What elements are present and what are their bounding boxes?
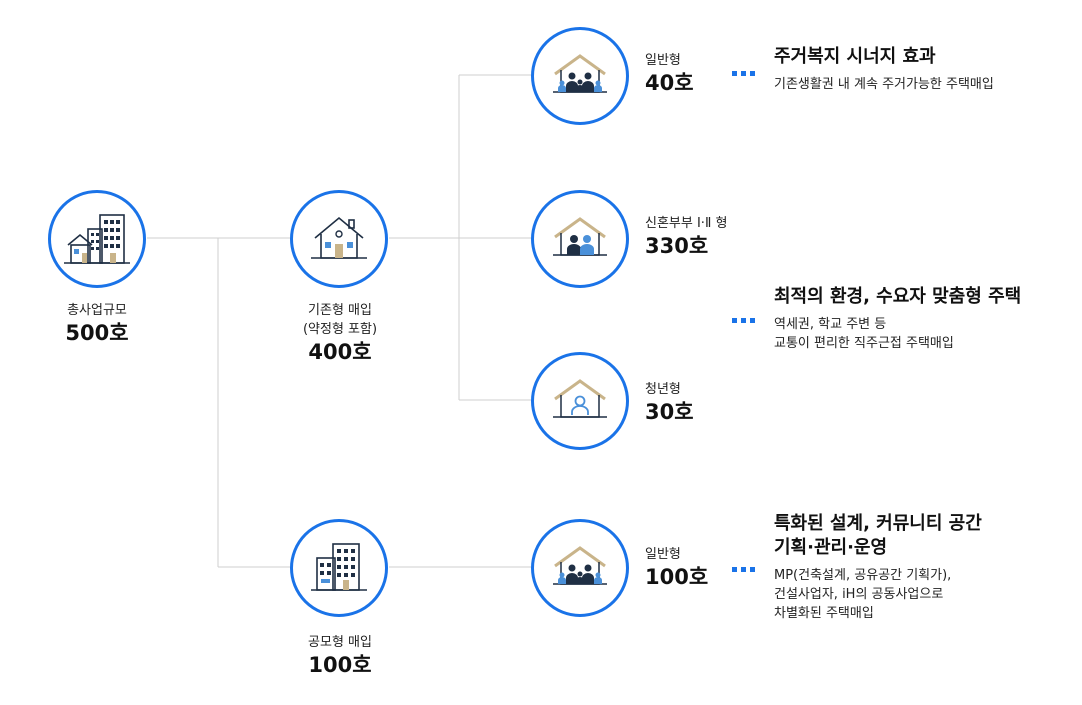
benefit-3-desc-line3: 차별화된 주택매입: [774, 606, 874, 621]
house-couple-icon: [553, 217, 607, 256]
leaf-newlywed-caption: 신혼부부 Ⅰ·Ⅱ 형 330호: [645, 214, 727, 259]
contest-label: 공모형 매입: [308, 635, 372, 650]
root-caption: 총사업규모 500호: [30, 301, 164, 346]
benefit-1: 주거복지 시너지 효과 기존생활권 내 계속 주거가능한 주택매입: [774, 45, 994, 94]
benefit-2-desc-line1: 역세권, 학교 주변 등: [774, 317, 887, 332]
benefit-2-desc: 역세권, 학교 주변 등 교통이 편리한 직주근접 주택매입: [774, 315, 1021, 353]
leaf-general-caption: 일반형 40호: [645, 51, 694, 96]
benefit-2-dots: [732, 318, 755, 323]
existing-label-line1: 기존형 매입: [308, 303, 372, 318]
existing-value: 400호: [308, 340, 372, 364]
contest-value: 100호: [308, 653, 372, 677]
benefit-3-title-line1: 특화된 설계, 커뮤니티 공간: [774, 513, 982, 534]
benefit-1-desc: 기존생활권 내 계속 주거가능한 주택매입: [774, 77, 994, 92]
root-label: 총사업규모: [67, 303, 127, 318]
root-value: 500호: [65, 321, 129, 345]
benefit-3-dots: [732, 567, 755, 572]
leaf-general-label: 일반형: [645, 53, 681, 68]
existing-caption: 기존형 매입 (약정형 포함) 400호: [270, 301, 410, 365]
house-family-icon: [553, 546, 607, 585]
existing-node-circle: [290, 190, 388, 288]
benefit-2: 최적의 환경, 수요자 맞춤형 주택 역세권, 학교 주변 등 교통이 편리한 …: [774, 285, 1021, 353]
leaf-youth-caption: 청년형 30호: [645, 380, 694, 425]
house-person-icon: [553, 379, 607, 418]
benefit-3-desc-line2: 건설사업자, iH의 공동사업으로: [774, 587, 944, 602]
existing-label-line2: (약정형 포함): [302, 322, 378, 337]
leaf-youth-node-circle: [531, 352, 629, 450]
leaf-general-node-circle: [531, 27, 629, 125]
leaf-newlywed-label: 신혼부부 Ⅰ·Ⅱ 형: [645, 216, 728, 231]
house-icon: [311, 216, 367, 259]
leaf-newlywed-value: 330호: [645, 234, 709, 258]
root-node-circle: [48, 190, 146, 288]
buildings-icon: [64, 214, 130, 264]
leaf-contest-general-node-circle: [531, 519, 629, 617]
benefit-2-title: 최적의 환경, 수요자 맞춤형 주택: [774, 286, 1022, 307]
leaf-contest-general-label: 일반형: [645, 547, 681, 562]
leaf-youth-label: 청년형: [645, 382, 681, 397]
leaf-general-value: 40호: [645, 71, 694, 95]
leaf-newlywed-node-circle: [531, 190, 629, 288]
benefit-2-desc-line2: 교통이 편리한 직주근접 주택매입: [774, 336, 954, 351]
contest-caption: 공모형 매입 100호: [270, 633, 410, 678]
benefit-1-dots: [732, 71, 755, 76]
benefit-3-desc-line1: MP(건축설계, 공유공간 기획가),: [774, 568, 952, 583]
benefit-3-desc: MP(건축설계, 공유공간 기획가), 건설사업자, iH의 공동사업으로 차별…: [774, 566, 982, 623]
house-family-icon: [553, 54, 607, 93]
leaf-contest-general-caption: 일반형 100호: [645, 545, 708, 590]
leaf-contest-general-value: 100호: [645, 565, 709, 589]
contest-node-circle: [290, 519, 388, 617]
leaf-youth-value: 30호: [645, 400, 694, 424]
building-icon: [311, 543, 367, 591]
benefit-3-title-line2: 기획·관리·운영: [774, 537, 888, 558]
benefit-3: 특화된 설계, 커뮤니티 공간 기획·관리·운영 MP(건축설계, 공유공간 기…: [774, 512, 982, 623]
benefit-1-title: 주거복지 시너지 효과: [774, 46, 936, 67]
